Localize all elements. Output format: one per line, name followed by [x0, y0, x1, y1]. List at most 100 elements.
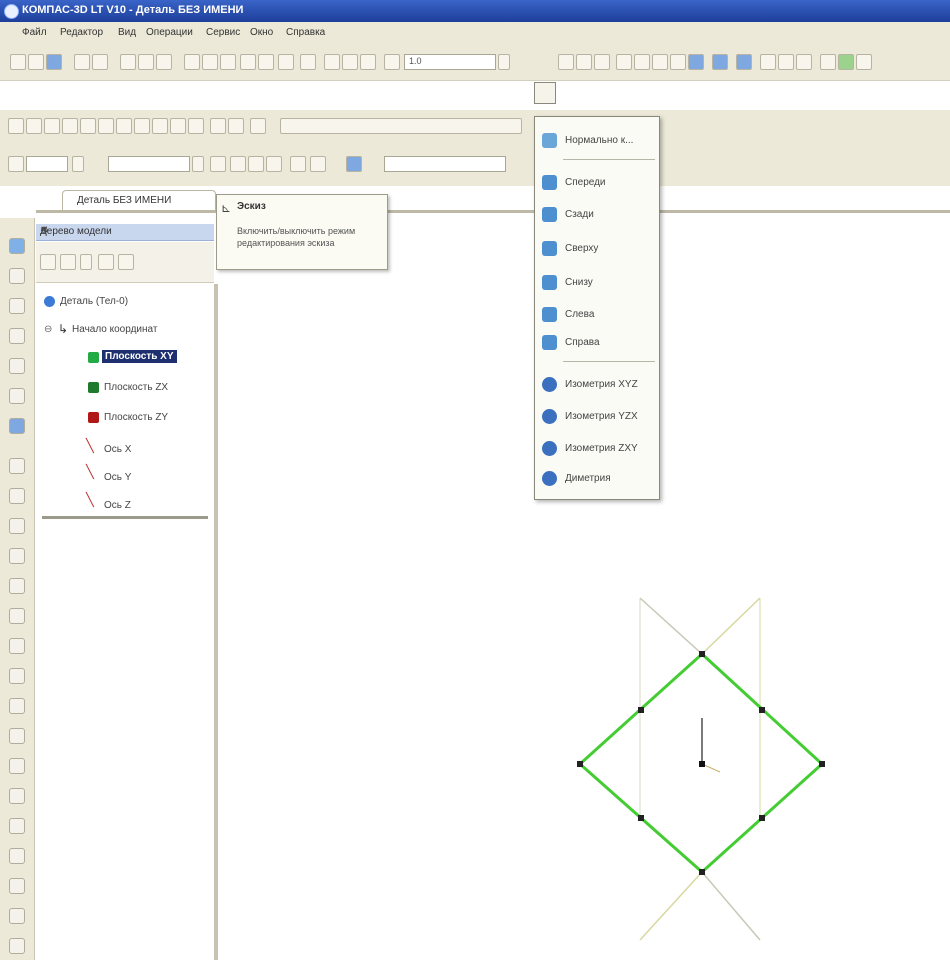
tree-node-axis-z[interactable]: Ось Z	[104, 500, 131, 511]
print-preview-icon[interactable]	[92, 54, 108, 70]
menu-item-normal-to[interactable]: Нормально к...	[535, 131, 659, 151]
constraints-strip[interactable]	[280, 118, 522, 134]
pan-icon[interactable]	[558, 54, 574, 70]
menu-item-back[interactable]: Сзади	[535, 205, 659, 225]
redo-icon[interactable]	[202, 54, 218, 70]
cut-extrude-icon[interactable]	[9, 578, 25, 594]
hole-icon[interactable]	[9, 638, 25, 654]
snap-icon[interactable]	[230, 156, 246, 172]
layer-field[interactable]	[108, 156, 190, 172]
measure-panel-icon[interactable]	[9, 418, 25, 434]
shell-icon[interactable]	[9, 728, 25, 744]
close-icon[interactable]: ✕	[40, 225, 49, 236]
line-icon[interactable]	[8, 118, 24, 134]
tree-node-plane-xy[interactable]: Плоскость XY	[102, 350, 177, 363]
midpoint[interactable]	[759, 707, 765, 713]
auxiliary-line-icon[interactable]	[44, 118, 60, 134]
menu-file[interactable]: Файл	[22, 27, 47, 38]
perspective-icon[interactable]	[736, 54, 752, 70]
tree-sort-icon[interactable]	[60, 254, 76, 270]
point-3d-icon[interactable]	[9, 938, 25, 954]
mirror-icon[interactable]	[9, 818, 25, 834]
vertex-point[interactable]	[819, 761, 825, 767]
vertex-point[interactable]	[577, 761, 583, 767]
spline-icon[interactable]	[152, 118, 168, 134]
ortho-icon[interactable]	[290, 156, 306, 172]
menu-item-front[interactable]: Спереди	[535, 173, 659, 193]
round-icon[interactable]	[346, 156, 362, 172]
copy-icon[interactable]	[138, 54, 154, 70]
menu-service[interactable]: Сервис	[206, 27, 241, 38]
coordinate-field[interactable]	[384, 156, 506, 172]
edit-panel-icon[interactable]	[9, 358, 25, 374]
style-icon[interactable]	[8, 156, 24, 172]
display-toolbar-icon[interactable]	[796, 54, 812, 70]
document-tab[interactable]: Деталь БЕЗ ИМЕНИ	[62, 190, 216, 211]
scale-dropdown-arrow-icon[interactable]	[498, 54, 510, 70]
filter-icon[interactable]	[856, 54, 872, 70]
save-icon[interactable]	[46, 54, 62, 70]
midpoint[interactable]	[759, 815, 765, 821]
tree-node-axis-x[interactable]: Ось X	[104, 444, 132, 455]
plane-icon[interactable]	[9, 848, 25, 864]
tree-filter-icon[interactable]	[98, 254, 114, 270]
scale-field[interactable]: 1.0	[404, 54, 496, 70]
segment-icon[interactable]	[62, 118, 78, 134]
axis-icon[interactable]	[9, 878, 25, 894]
parametric-icon[interactable]	[310, 156, 326, 172]
menu-item-isometric-xyz[interactable]: Изометрия XYZ	[535, 375, 659, 395]
hidden-lines-icon[interactable]	[634, 54, 650, 70]
grid-icon[interactable]	[248, 156, 264, 172]
symbols-panel-icon[interactable]	[9, 298, 25, 314]
arc-icon[interactable]	[98, 118, 114, 134]
array-icon[interactable]	[9, 788, 25, 804]
cut-revolve-icon[interactable]	[9, 608, 25, 624]
geometry-panel-icon[interactable]	[9, 238, 25, 254]
wireframe-icon[interactable]	[616, 54, 632, 70]
parametrization-panel-icon[interactable]	[9, 328, 25, 344]
menu-help[interactable]: Справка	[286, 27, 326, 38]
menu-item-isometric-yzx[interactable]: Изометрия YZX	[535, 407, 659, 427]
rib-icon[interactable]	[9, 758, 25, 774]
ellipse-icon[interactable]	[116, 118, 132, 134]
sweep-icon[interactable]	[9, 548, 25, 564]
rotate-icon[interactable]	[576, 54, 592, 70]
cut-icon[interactable]	[120, 54, 136, 70]
vertex-point[interactable]	[699, 651, 705, 657]
open-document-icon[interactable]	[28, 54, 44, 70]
menu-window[interactable]: Окно	[250, 27, 274, 38]
pin-icon[interactable]: ⊕	[40, 225, 49, 236]
variables-icon[interactable]	[258, 54, 274, 70]
tree-view-icon[interactable]	[118, 254, 134, 270]
new-document-icon[interactable]	[10, 54, 26, 70]
no-hidden-lines-icon[interactable]	[670, 54, 686, 70]
chamfer-icon[interactable]	[210, 118, 226, 134]
menu-item-left[interactable]: Слева	[535, 305, 659, 325]
collapse-icon[interactable]: ⊖	[44, 324, 53, 335]
menu-operations[interactable]: Операции	[146, 27, 193, 38]
style-field[interactable]	[26, 156, 68, 172]
line-style-icon[interactable]	[820, 54, 836, 70]
zoom-window-icon[interactable]	[360, 54, 376, 70]
style-dropdown-icon[interactable]	[72, 156, 84, 172]
zoom-out-icon[interactable]	[342, 54, 358, 70]
menu-item-right[interactable]: Справа	[535, 333, 659, 353]
menu-item-bottom[interactable]: Снизу	[535, 273, 659, 293]
curve-icon[interactable]	[9, 908, 25, 924]
vertex-point[interactable]	[699, 869, 705, 875]
circle-icon[interactable]	[80, 118, 96, 134]
tree-node-axis-y[interactable]: Ось Y	[104, 472, 132, 483]
tree-dropdown-icon[interactable]	[80, 254, 92, 270]
print-icon[interactable]	[74, 54, 90, 70]
trim-icon[interactable]	[250, 118, 266, 134]
menu-item-isometric-zxy[interactable]: Изометрия ZXY	[535, 439, 659, 459]
fillet-icon[interactable]	[228, 118, 244, 134]
revolve-icon[interactable]	[9, 488, 25, 504]
tree-root[interactable]: Деталь (Тел-0)	[60, 296, 129, 307]
library-icon[interactable]	[240, 54, 256, 70]
point-icon[interactable]	[26, 118, 42, 134]
shaded-icon[interactable]	[688, 54, 704, 70]
menu-view[interactable]: Вид	[118, 27, 137, 38]
tree-node-plane-zx[interactable]: Плоскость ZX	[104, 382, 169, 393]
dimensions-panel-icon[interactable]	[9, 268, 25, 284]
